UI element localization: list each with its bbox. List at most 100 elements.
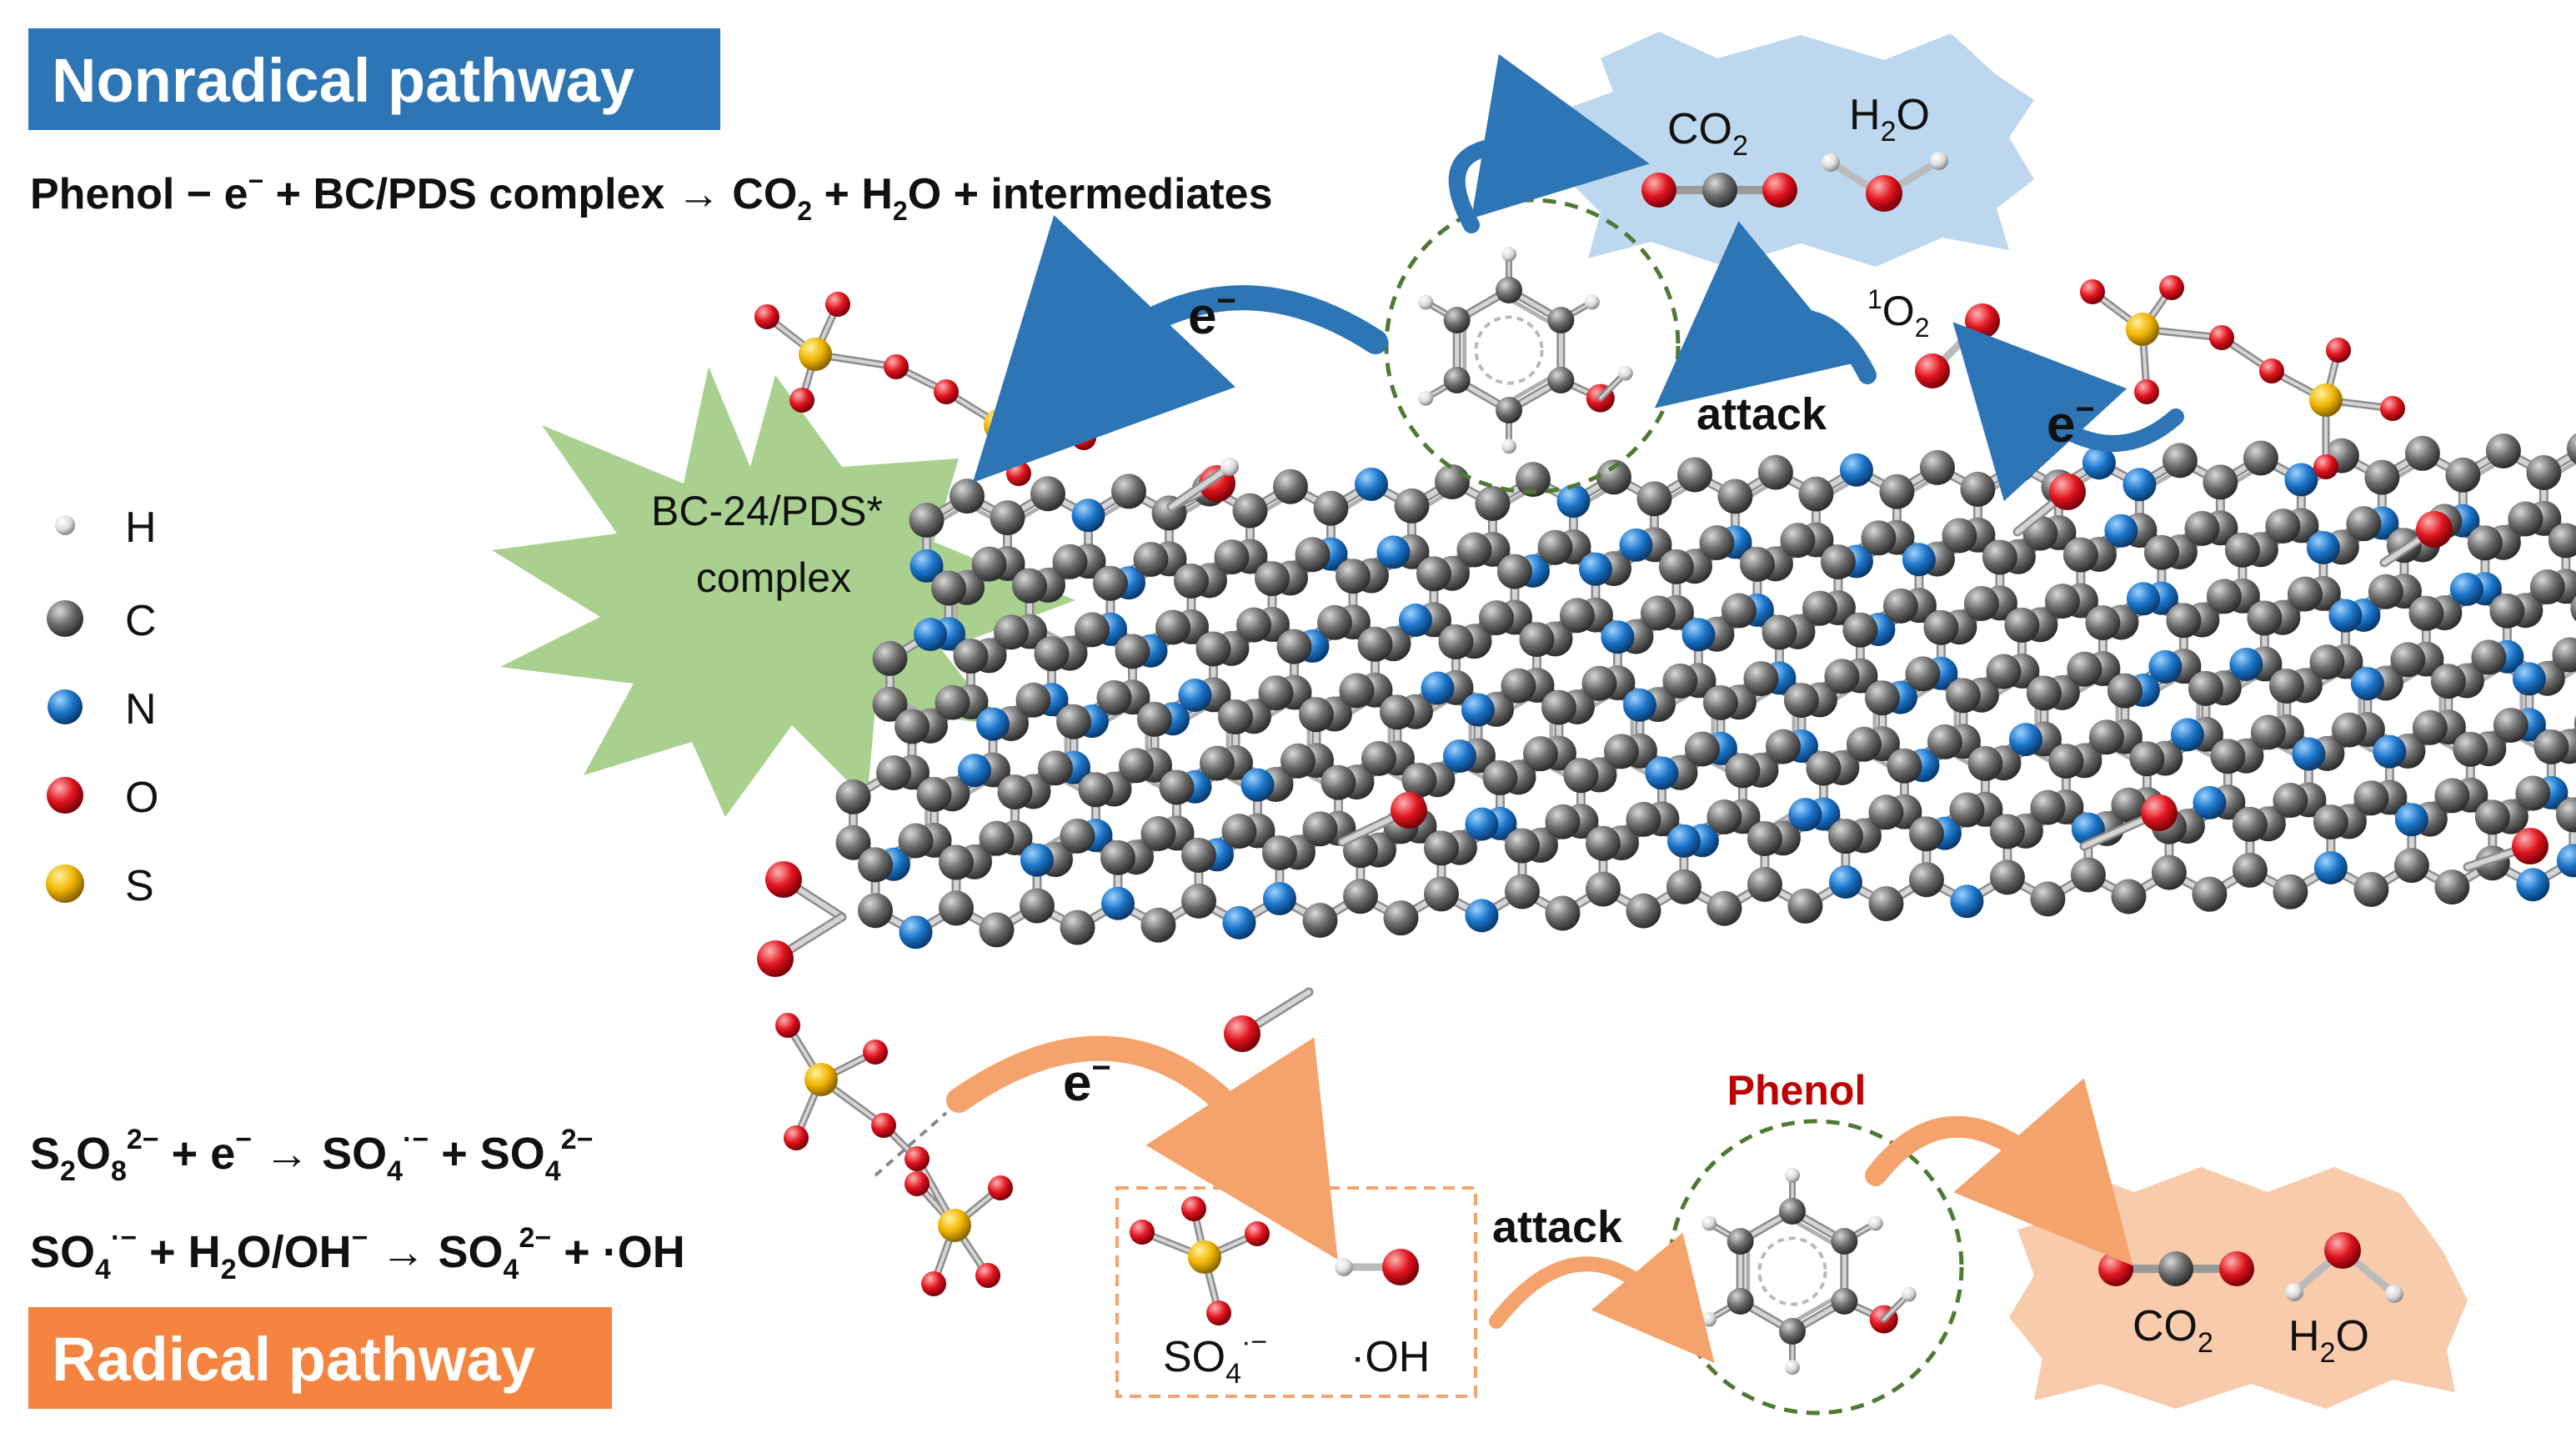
complex-label-line1: BC-24/PDS* (651, 488, 883, 534)
atom-c (1456, 532, 1492, 568)
atom-c (2346, 506, 2382, 542)
atom-c (1666, 869, 1701, 904)
atom-n (1262, 882, 1296, 916)
atom-c (2393, 848, 2429, 884)
atom-n (1100, 886, 1135, 920)
atom-c (1541, 689, 1576, 725)
atom-c (979, 912, 1015, 948)
atom-c (1868, 886, 1904, 922)
atom-c (2070, 857, 2106, 893)
atom-c (1030, 476, 1065, 512)
attack-label-bottom: attack (1492, 1202, 1623, 1252)
atom-h (1501, 438, 1516, 454)
atom-c (1636, 481, 1672, 517)
atom-c (1879, 473, 1915, 509)
atom-c (1585, 825, 1621, 861)
atom-c (1882, 588, 1918, 624)
atom-o (2141, 794, 2178, 831)
atom-o (884, 354, 909, 379)
atom-c (1676, 457, 1712, 493)
atom-c (895, 709, 930, 744)
atom-c (2489, 593, 2525, 629)
atom-c (1545, 804, 1581, 839)
atom-c (2062, 537, 2098, 573)
atom-c (2166, 603, 2202, 639)
atom-o (988, 1175, 1013, 1200)
blue-arrow-singlet-generation (1952, 322, 2184, 502)
atom-c (1496, 554, 1532, 589)
atom-c (1261, 835, 1297, 871)
atom-c (1603, 734, 1639, 769)
atom-c (1133, 541, 1169, 577)
atom-c (1519, 622, 1555, 658)
atom-c (2232, 852, 2268, 888)
atom-c (1316, 604, 1352, 640)
atom-o (1245, 1221, 1270, 1246)
atom-c (2485, 433, 2521, 468)
radical-species-box (1115, 1186, 1477, 1398)
radical-title: Radical pathway (28, 1307, 612, 1409)
atom-c (1173, 563, 1209, 599)
atom-c (1802, 590, 1837, 626)
atom-o (1391, 792, 1427, 829)
atom-c (1868, 794, 1904, 830)
atom-c (2404, 435, 2440, 471)
atom-c (1547, 307, 1575, 333)
orange-arrow-to-bottom-products (1865, 1078, 2133, 1266)
atom-c (2548, 523, 2576, 559)
atom-o (871, 1113, 896, 1138)
atom-c (1739, 547, 1775, 583)
atom-n (914, 618, 947, 652)
atom-c (1727, 1228, 1754, 1255)
atom-c (1019, 888, 1055, 924)
atom-c (1416, 556, 1451, 592)
atom-c (2555, 797, 2576, 833)
atom-c (1180, 837, 1216, 873)
atom-c (1717, 478, 1753, 514)
singlet-oxygen-label: 1O2 (1867, 284, 1930, 343)
phenol-label: Phenol (1727, 1067, 1867, 1114)
atom-c (1798, 476, 1834, 512)
atom-o (921, 1271, 946, 1296)
electron-label-bottom: e− (1063, 1050, 1111, 1112)
atom-c (1522, 736, 1558, 772)
atom-c (1537, 529, 1573, 565)
atom-c (1908, 816, 1944, 852)
atom-n (2328, 599, 2363, 633)
atom-c (1545, 895, 1581, 931)
atom-c (1361, 740, 1396, 776)
blue-arrow-to-top-products (1448, 53, 1650, 233)
atom-o (1206, 1300, 1231, 1325)
atom-c (1949, 792, 1985, 828)
top-h2o-label: H2O (1849, 91, 1930, 148)
atom-o (934, 379, 959, 404)
atom-n (1828, 865, 1862, 899)
atom-n (899, 915, 933, 949)
atom-c (1684, 731, 1720, 767)
atom-c (1496, 397, 1522, 423)
atom-c (2048, 744, 2084, 779)
atom-n (1950, 884, 1984, 919)
atom-n (1178, 679, 1212, 713)
legend-o-label: O (125, 774, 158, 822)
atom-c (858, 893, 893, 929)
atom-o (775, 1013, 800, 1038)
atom-n (2292, 737, 2326, 771)
atom-c (2030, 881, 2066, 917)
atom-c (1015, 682, 1051, 718)
sulfate-radical-label: SO4·− (1163, 1326, 1267, 1390)
atom-c (1699, 524, 1735, 560)
atom-c (2210, 739, 2246, 774)
atom-c (1986, 654, 2022, 689)
atom-o (765, 861, 802, 898)
top-co2-molecule (1641, 173, 1797, 208)
atom-c (2247, 600, 2283, 636)
atom-c (2268, 668, 2304, 704)
atom-c (2188, 670, 2223, 706)
atom-c (1060, 909, 1095, 945)
atom-c (1258, 675, 1294, 711)
atom-c (1092, 565, 1128, 601)
atom-o (2313, 454, 2338, 479)
atom-c (1547, 367, 1575, 393)
hydroxyl-radical-label: ·OH (1351, 1333, 1430, 1381)
